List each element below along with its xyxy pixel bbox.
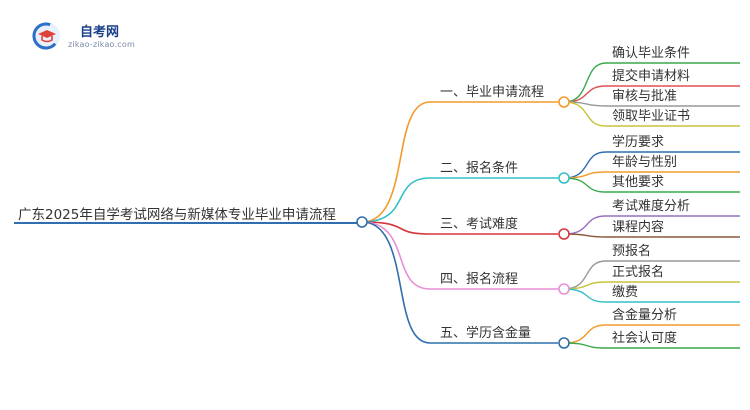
child-topic[interactable]: 学历要求 <box>612 135 665 150</box>
logo-subtitle: zikao-zikao.com <box>68 40 135 49</box>
branch-topic[interactable]: 二、报名条件 <box>440 161 519 176</box>
branch-node[interactable] <box>558 337 570 349</box>
graduation-cap-icon <box>32 22 60 50</box>
branch-topic[interactable]: 一、毕业申请流程 <box>440 85 545 100</box>
branch-node[interactable] <box>558 283 570 295</box>
child-topic[interactable]: 缴费 <box>612 285 639 300</box>
child-connector <box>563 151 607 179</box>
site-logo[interactable]: 自考网 zikao-zikao.com <box>32 22 142 52</box>
child-connector <box>563 85 607 103</box>
branch-node[interactable] <box>558 172 570 184</box>
child-connector <box>563 342 607 349</box>
branch-connector <box>361 177 431 223</box>
branch-connector <box>361 101 431 223</box>
child-topic[interactable]: 预报名 <box>612 244 652 259</box>
branch-connector <box>361 221 431 235</box>
child-topic[interactable]: 含金量分析 <box>612 308 678 323</box>
child-topic[interactable]: 课程内容 <box>612 220 665 235</box>
child-connector <box>563 177 607 193</box>
child-connector <box>563 233 607 238</box>
child-topic[interactable]: 领取毕业证书 <box>612 109 691 124</box>
logo-title: 自考网 <box>80 25 120 40</box>
child-topic[interactable]: 确认毕业条件 <box>612 46 691 61</box>
branch-node[interactable] <box>558 228 570 240</box>
child-topic[interactable]: 年龄与性别 <box>612 155 678 170</box>
branch-connector <box>361 221 431 344</box>
child-connector <box>563 324 607 344</box>
root-node[interactable] <box>356 216 368 228</box>
child-connector <box>563 260 607 290</box>
branch-topic[interactable]: 四、报名流程 <box>440 272 519 287</box>
child-connector <box>563 215 607 235</box>
branch-node[interactable] <box>558 96 570 108</box>
child-topic[interactable]: 正式报名 <box>612 265 665 280</box>
branch-connector <box>361 221 431 290</box>
branch-topic[interactable]: 三、考试难度 <box>440 217 519 232</box>
branch-topic[interactable]: 五、学历含金量 <box>440 326 532 341</box>
child-connector <box>563 101 607 127</box>
child-topic[interactable]: 社会认可度 <box>612 331 678 346</box>
child-topic[interactable]: 提交申请材料 <box>612 69 691 84</box>
child-topic[interactable]: 审核与批准 <box>612 89 678 104</box>
child-topic[interactable]: 考试难度分析 <box>612 199 691 214</box>
child-topic[interactable]: 其他要求 <box>612 175 665 190</box>
child-connector <box>563 288 607 303</box>
root-topic[interactable]: 广东2025年自学考试网络与新媒体专业毕业申请流程 <box>18 207 336 223</box>
